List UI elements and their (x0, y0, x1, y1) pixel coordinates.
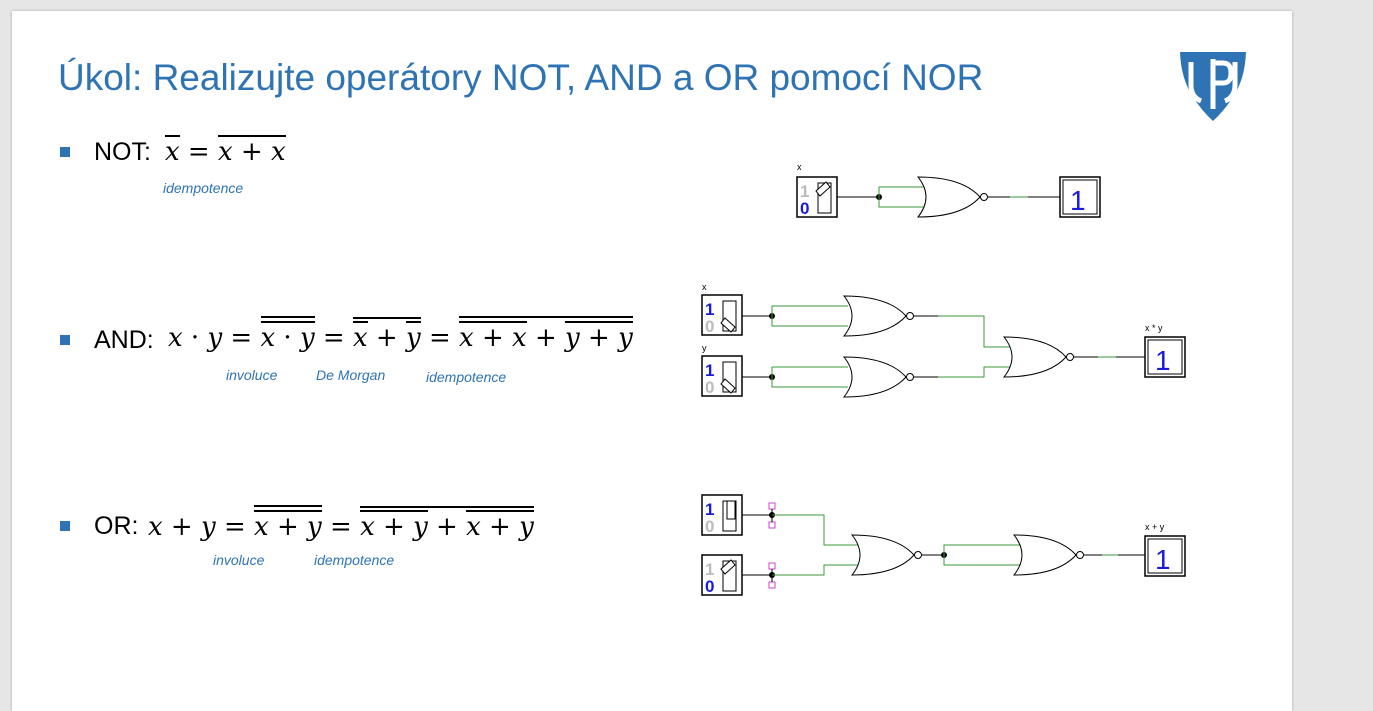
svg-text:x * y: x * y (1145, 323, 1163, 333)
bullet-and (60, 335, 70, 345)
svg-text:1: 1 (1155, 345, 1171, 376)
svg-text:x + y: x + y (1145, 522, 1165, 532)
nor-gate-1 (842, 295, 914, 337)
circuit-and: x y 1 0 1 0 (701, 282, 1186, 398)
output-display: 1 (1059, 176, 1101, 218)
probe-point (768, 581, 776, 589)
input-switch-y[interactable]: 1 0 (701, 355, 743, 397)
input-switch-x[interactable]: 1 0 (796, 176, 838, 218)
probe-point (768, 521, 776, 529)
university-shield-logo (1180, 52, 1246, 121)
note-idempotence: idempotence (163, 180, 244, 196)
svg-text:1: 1 (705, 560, 714, 579)
circuit-not-input-label: x (797, 162, 802, 172)
slide: Úkol: Realizujte operátory NOT, AND a OR… (12, 11, 1292, 711)
svg-text:x: x (702, 282, 707, 292)
input-switch-x[interactable]: 1 0 (701, 294, 743, 336)
note-involuce: involuce (226, 367, 278, 383)
note-idempotence: idempotence (314, 552, 395, 568)
note-involuce: involuce (213, 552, 265, 568)
probe-point (768, 502, 776, 510)
row-label-and: AND: (94, 326, 154, 354)
svg-text:1: 1 (1070, 185, 1086, 216)
formula-and: x · y = x · y = x + y = x + x + y + y (168, 316, 633, 353)
output-display: 1 (1144, 535, 1186, 577)
nor-gate-1 (850, 534, 922, 576)
slide-title: Úkol: Realizujte operátory NOT, AND a OR… (58, 57, 984, 98)
formula-not: x = x + x (165, 135, 286, 167)
svg-text:0: 0 (705, 517, 714, 536)
nor-gate-2 (842, 356, 914, 398)
nor-gate (916, 176, 988, 218)
input-switch-x[interactable]: 1 0 (701, 494, 743, 536)
row-label-not: NOT: (94, 138, 151, 166)
svg-text:1: 1 (1155, 544, 1171, 575)
svg-text:1: 1 (705, 300, 714, 319)
formula-or: x + y = x + y = x + y + x + y (148, 505, 534, 542)
nor-gate-3 (1002, 336, 1074, 378)
svg-text:0: 0 (705, 378, 714, 397)
row-label-or: OR: (94, 512, 139, 540)
nor-gate-2 (1012, 534, 1084, 576)
circuit-not: x 1 0 1 (796, 162, 1101, 218)
svg-text:1: 1 (705, 361, 714, 380)
svg-text:1: 1 (800, 182, 809, 201)
note-idempotence: idempotence (426, 369, 507, 385)
svg-text:0: 0 (705, 577, 714, 596)
note-de-morgan: De Morgan (316, 367, 386, 383)
bullet-not (60, 147, 70, 157)
circuit-or: 1 0 1 0 (701, 494, 1186, 596)
output-display: 1 (1144, 336, 1186, 378)
bullet-or (60, 521, 70, 531)
svg-text:1: 1 (705, 500, 714, 519)
probe-point (768, 562, 776, 570)
svg-text:y: y (702, 343, 707, 353)
svg-text:0: 0 (705, 317, 714, 336)
input-switch-y[interactable]: 1 0 (701, 554, 743, 596)
svg-text:0: 0 (800, 199, 809, 218)
